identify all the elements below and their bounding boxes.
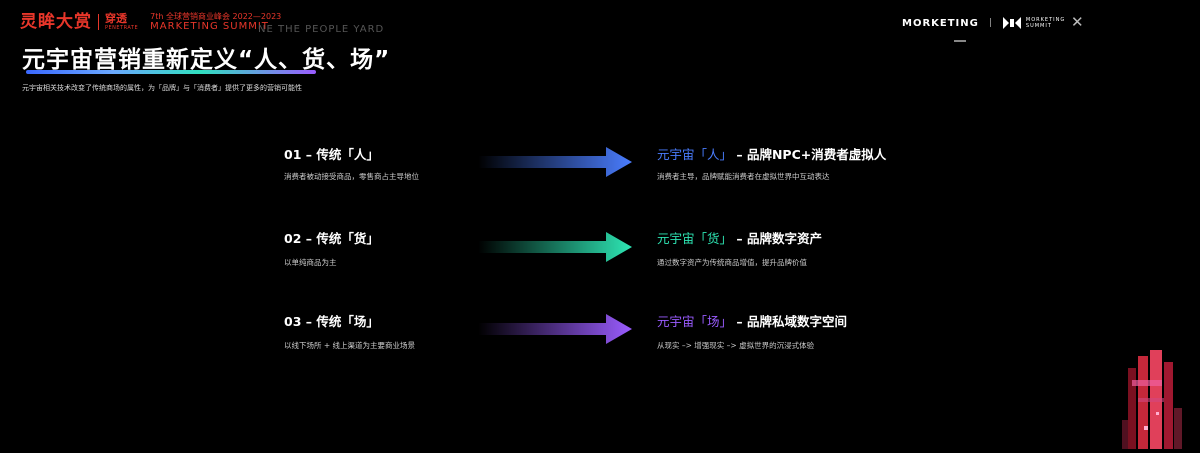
partner-name: 穿透	[105, 12, 127, 25]
menu-dash-icon[interactable]	[954, 40, 966, 42]
partner-logo: 穿透 PENETRATE	[105, 13, 138, 33]
old-desc-3: 以线下场所 + 线上渠道为主要商业场景	[284, 341, 416, 350]
arrow-icon-3	[478, 313, 633, 345]
event-branding: 灵眸大赏 穿透 PENETRATE 7th 全球营销商业峰会 2022—2023…	[20, 12, 281, 33]
arrow-icon-2	[478, 231, 633, 263]
decorative-city-graphic	[1118, 348, 1188, 453]
old-title-1: 01 – 传统「人」	[284, 147, 379, 162]
summit-line-1: 7th 全球营销商业峰会 2022—2023	[150, 12, 282, 21]
morketing-summit-logo: MORKETING SUMMIT	[1002, 16, 1065, 30]
partner-name-en: PENETRATE	[105, 25, 139, 31]
new-title-1: 元宇宙「人」 – 品牌NPC+消费者虚拟人	[657, 144, 886, 163]
title-underline	[26, 70, 316, 74]
new-title-prefix-3: 元宇宙「场」	[657, 314, 733, 329]
old-title-2: 02 – 传统「货」	[284, 231, 379, 246]
summit-label: 7th 全球营销商业峰会 2022—2023 MARKETING SUMMIT	[150, 12, 281, 32]
new-title-suffix-2: – 品牌数字资产	[732, 231, 822, 246]
background-ghost-text: NE THE PEOPLE YARD	[258, 24, 385, 35]
summit-logo-line-1: MORKETING	[1025, 17, 1066, 23]
old-desc-2: 以单纯商品为主	[284, 258, 337, 267]
close-icon[interactable]: ✕	[1071, 13, 1084, 31]
morketing-logo: MORKETING	[902, 17, 979, 29]
brand-divider	[98, 14, 99, 30]
new-title-3: 元宇宙「场」 – 品牌私域数字空间	[657, 311, 847, 330]
partner-logos: MORKETING | MORKETING SUMMIT	[902, 16, 1065, 30]
new-title-suffix-1: – 品牌NPC+消费者虚拟人	[732, 147, 887, 162]
old-title-3: 03 – 传统「场」	[284, 314, 379, 329]
logo-separator: |	[988, 18, 992, 28]
brand-logo-text: 灵眸大赏	[20, 12, 92, 32]
summit-line-2: MARKETING SUMMIT	[150, 21, 269, 32]
new-title-prefix-2: 元宇宙「货」	[657, 231, 733, 246]
summit-mark-icon	[1002, 17, 1021, 29]
new-desc-1: 消费者主导，品牌赋能消费者在虚拟世界中互动表达	[657, 172, 830, 181]
arrow-icon-1	[478, 146, 633, 178]
summit-logo-line-2: SUMMIT	[1025, 23, 1052, 29]
new-title-suffix-3: – 品牌私域数字空间	[732, 314, 847, 329]
new-title-prefix-1: 元宇宙「人」	[657, 147, 733, 162]
new-desc-3: 从现实 –> 增强现实 –> 虚拟世界的沉浸式体验	[657, 341, 815, 350]
new-desc-2: 通过数字资产为传统商品增值，提升品牌价值	[657, 258, 807, 267]
slide-title: 元宇宙营销重新定义“人、货、场”	[22, 47, 391, 73]
slide-subtitle: 元宇宙相关技术改变了传统商场的属性，为「品牌」与「消费者」提供了更多的营销可能性	[22, 84, 302, 92]
old-desc-1: 消费者被动接受商品，零售商占主导地位	[284, 172, 419, 181]
new-title-2: 元宇宙「货」 – 品牌数字资产	[657, 228, 822, 247]
